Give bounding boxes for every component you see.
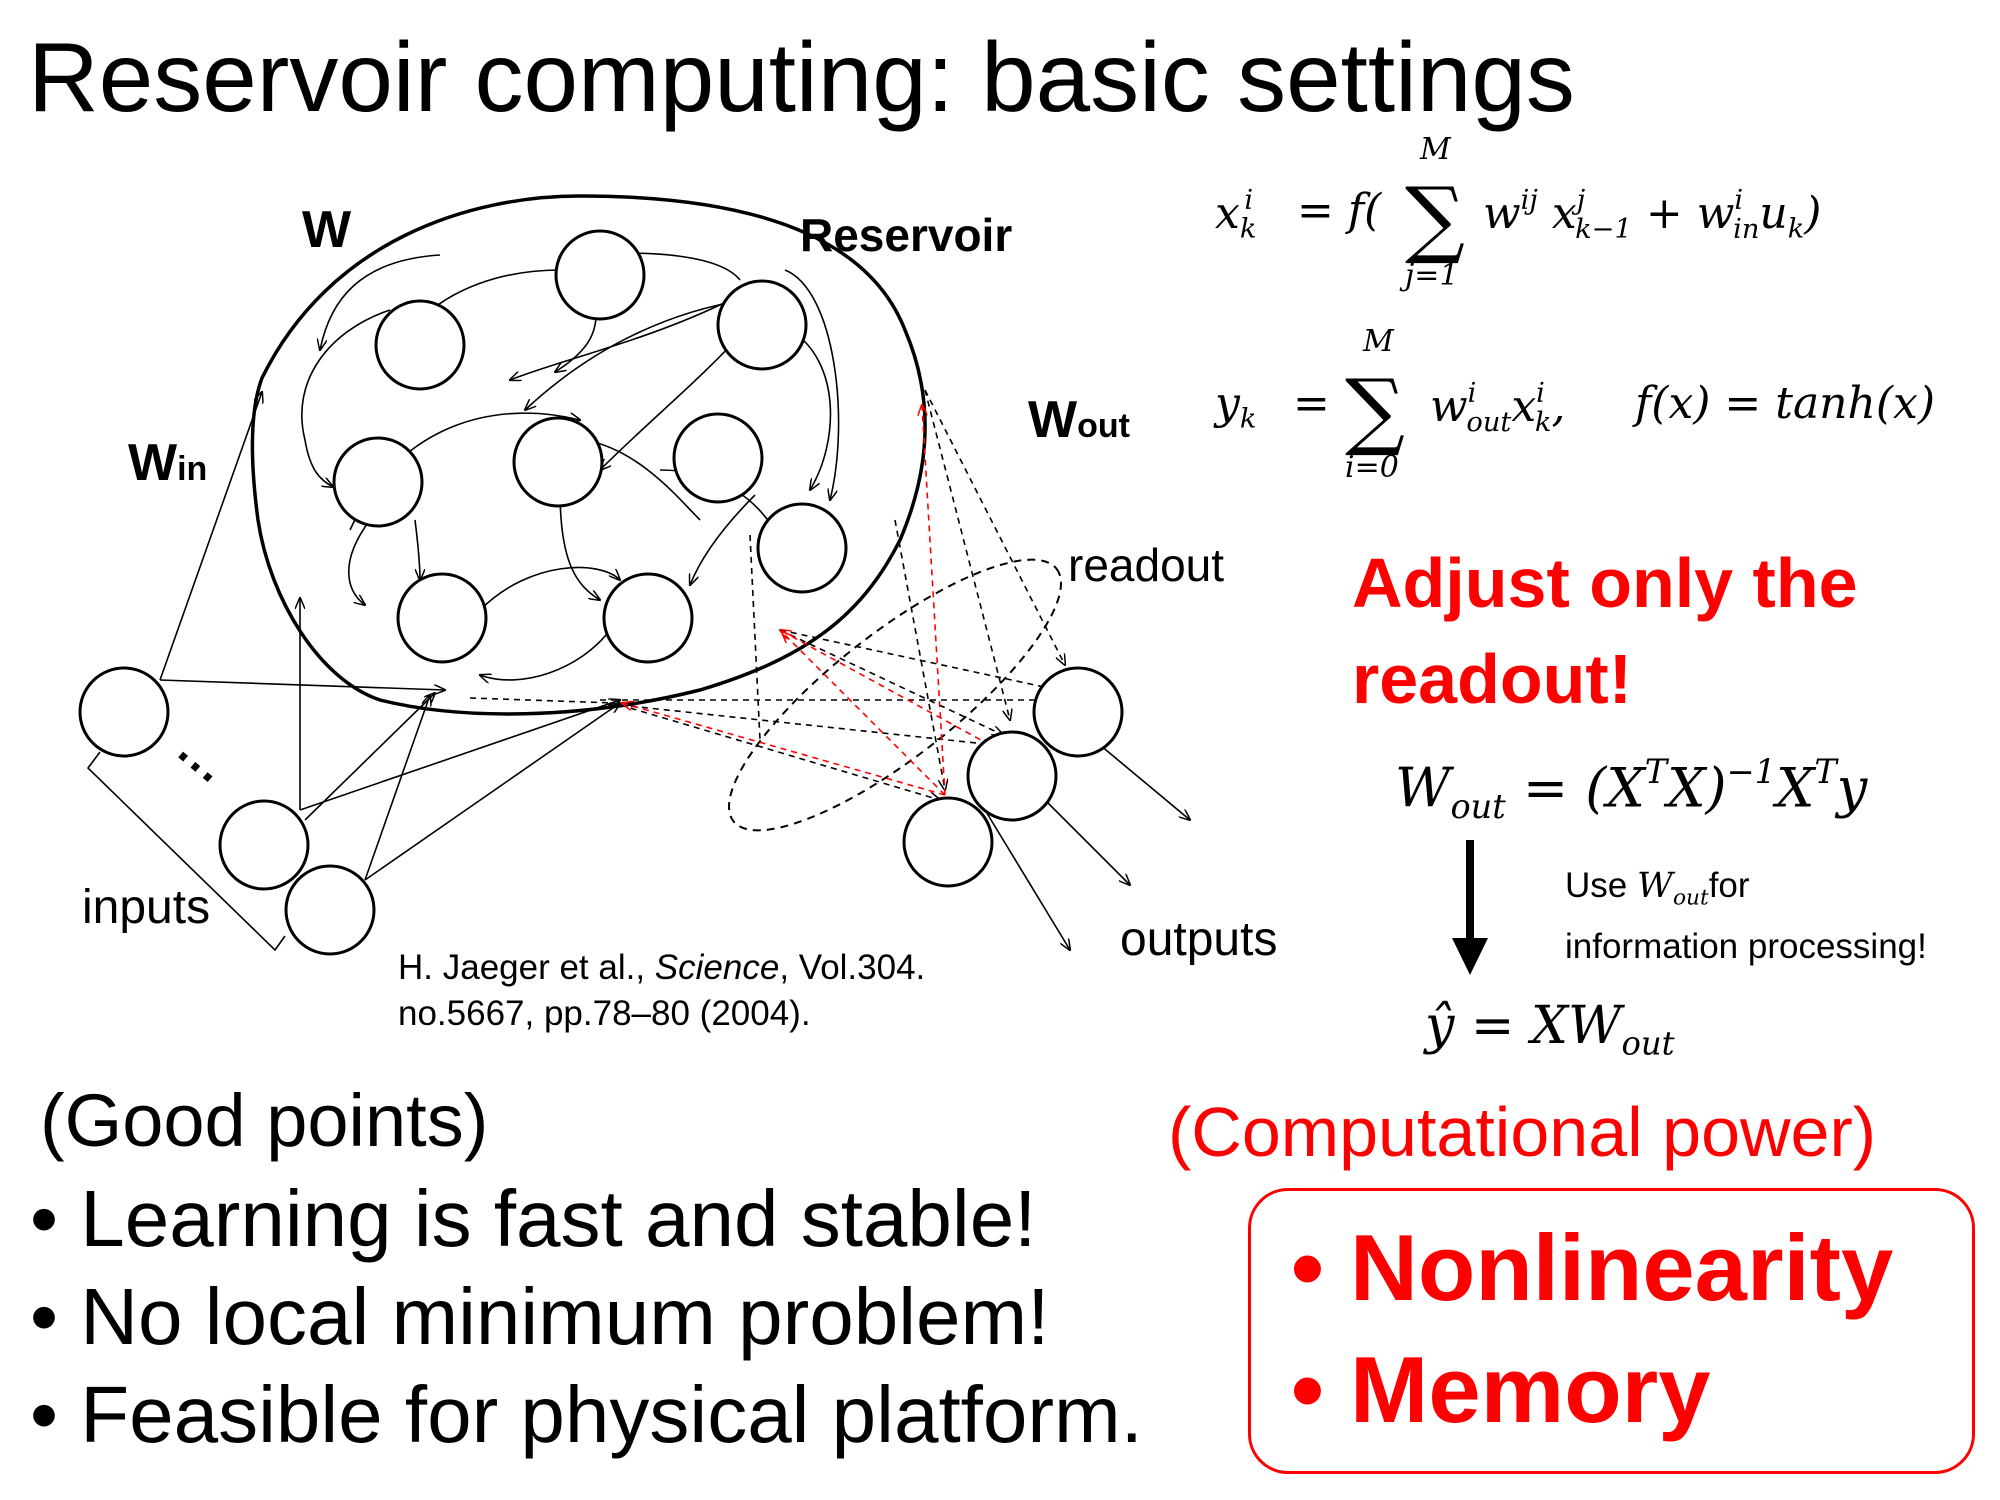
adjust-readout-note: Adjust only the readout! (1352, 544, 1858, 718)
reservoir-node (756, 502, 848, 594)
label-reservoir: Reservoir (800, 209, 1013, 261)
label-w-out: Wout (1028, 391, 1130, 449)
citation: H. Jaeger et al., Science, Vol.304. no.5… (398, 948, 926, 1033)
input-node (284, 864, 376, 956)
reservoir-node (672, 412, 764, 504)
list-item: • Memory (1291, 1337, 1711, 1442)
reservoir-node (512, 416, 604, 508)
reservoir-node (374, 299, 466, 391)
prediction-equation: ŷ = XWout (1425, 996, 1675, 1063)
list-item: • No local minimum problem! (30, 1272, 1050, 1361)
good-points-list: • Learning is fast and stable! • No loca… (30, 1170, 1143, 1464)
input-node (218, 799, 310, 891)
reservoir-boundary (250, 194, 927, 716)
output-node (1032, 666, 1124, 758)
inputs-bracket (86, 751, 286, 952)
state-equation: xki = f( M ∑ j=1 wij xjk−1 + wiinuk) (1215, 132, 1822, 293)
label-outputs: outputs (1120, 913, 1278, 966)
output-equation: yk = M ∑ i=0 wioutxik, f(x) = tanh(x) (1215, 324, 1936, 485)
reservoir-node (332, 436, 424, 528)
list-item: • Learning is fast and stable! (30, 1174, 1037, 1263)
input-node (78, 666, 170, 758)
readout-ellipse (728, 558, 1062, 832)
computational-power-heading: (Computational power) (1168, 1093, 1877, 1171)
use-w-out-note: Use Woutfor information processing! (1565, 866, 1927, 966)
list-item: • Nonlinearity (1291, 1215, 1894, 1320)
label-inputs: inputs (82, 881, 211, 934)
output-node (902, 796, 994, 888)
down-arrow-icon (1452, 840, 1488, 975)
computational-power-box: • Nonlinearity • Memory (1248, 1188, 1975, 1474)
output-node (966, 730, 1058, 822)
list-item: • Feasible for physical platform. (30, 1370, 1143, 1459)
reservoir-node (554, 229, 646, 321)
label-w-in: Win (128, 434, 208, 492)
readout-solution-equation: Wout = (XTX)−1XTy (1395, 752, 1868, 827)
reservoir-node (396, 572, 488, 664)
slide-title: Reservoir computing: basic settings (28, 22, 1575, 132)
reservoir-node (602, 572, 694, 664)
label-readout: readout (1068, 539, 1225, 591)
label-w: W (302, 201, 352, 259)
reservoir-node (716, 279, 808, 371)
good-points-heading: (Good points) (40, 1079, 489, 1162)
